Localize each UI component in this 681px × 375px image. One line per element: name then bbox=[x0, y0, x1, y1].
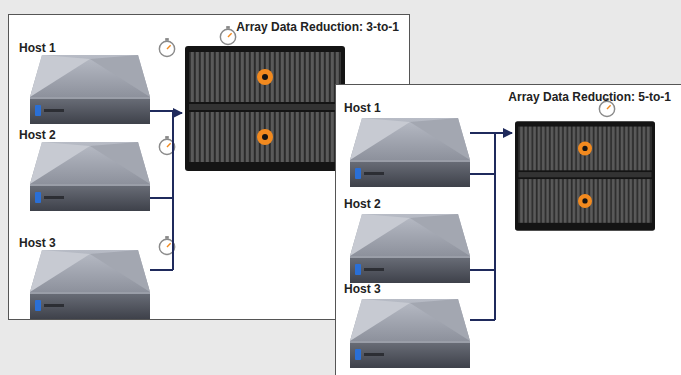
panel-title: Array Data Reduction: 3-to-1 bbox=[236, 20, 399, 34]
host-label: Host 3 bbox=[344, 282, 478, 296]
host-server: Host 2 bbox=[344, 197, 478, 213]
host-label: Host 2 bbox=[344, 197, 478, 211]
host-server: Host 3 bbox=[19, 236, 158, 252]
host-server: Host 1 bbox=[344, 101, 478, 117]
host-label: Host 1 bbox=[19, 41, 158, 55]
host-server: Host 2 bbox=[19, 128, 158, 144]
panel-illustration bbox=[335, 84, 681, 375]
host-label: Host 2 bbox=[19, 128, 158, 142]
panel-title: Array Data Reduction: 5-to-1 bbox=[508, 90, 671, 104]
host-label: Host 3 bbox=[19, 236, 158, 250]
host-label: Host 1 bbox=[344, 101, 478, 115]
host-server: Host 1 bbox=[19, 41, 158, 57]
host-server: Host 3 bbox=[344, 282, 478, 298]
scenario-panel: Array Data Reduction: 5-to-1Host 1 Host 2… bbox=[335, 84, 681, 375]
